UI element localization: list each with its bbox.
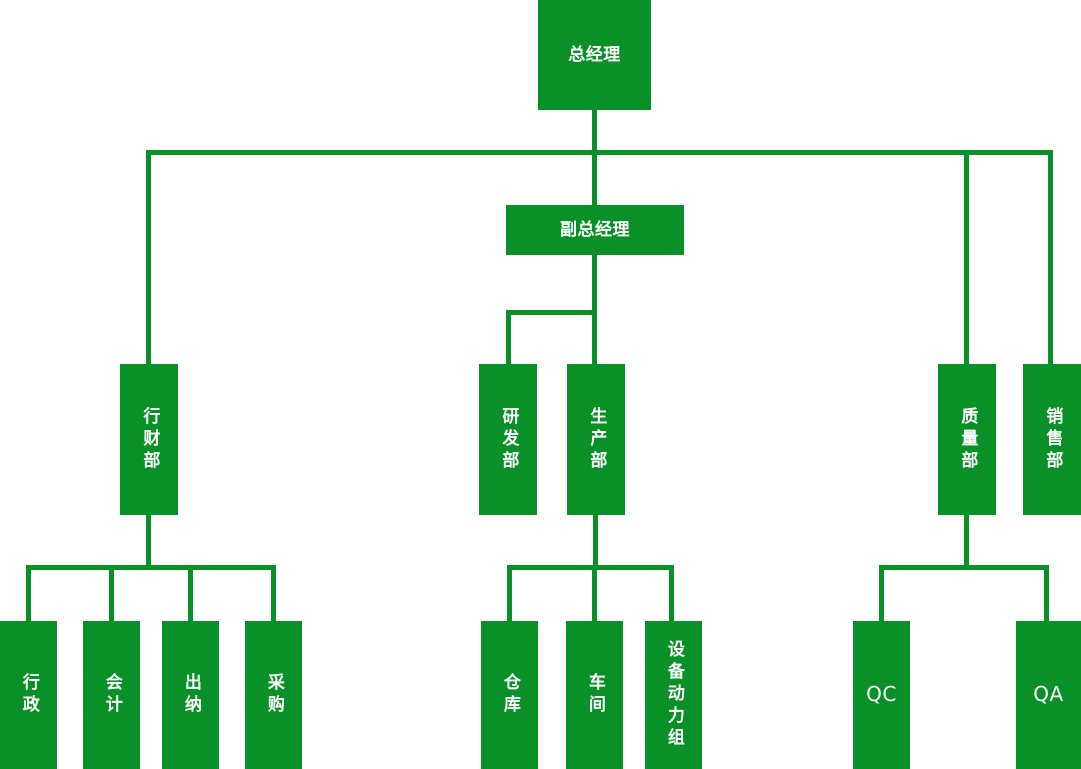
connector-bar-to-acct [109, 565, 114, 623]
connector-quality-stem [964, 515, 969, 567]
connector-trunk-to-adminfin [146, 150, 151, 366]
connector-bar-to-qc [879, 565, 884, 623]
org-node-quality[interactable]: 质量部 [938, 364, 996, 515]
org-node-acct[interactable]: 会计 [83, 621, 140, 769]
connector-trunk-to-sales [1048, 150, 1053, 366]
connector-lvl4bar-left [26, 565, 276, 570]
org-node-qc[interactable]: QC [853, 621, 910, 769]
connector-bar-to-workshop [592, 565, 597, 623]
connector-adminfin-stem [146, 515, 151, 567]
connector-trunk-bar [148, 150, 1053, 155]
org-node-warehouse[interactable]: 仓库 [481, 621, 538, 769]
org-node-gm[interactable]: 总经理 [538, 0, 651, 110]
connector-bar-to-purchase [271, 565, 276, 623]
org-node-qa[interactable]: QA [1016, 621, 1081, 769]
org-node-admin[interactable]: 行政 [0, 621, 57, 769]
connector-bar-to-admin [26, 565, 31, 623]
org-node-rnd[interactable]: 研发部 [479, 364, 537, 515]
org-node-sales[interactable]: 销售部 [1023, 364, 1081, 515]
connector-lvl4bar-right [879, 565, 1049, 570]
connector-bar-to-qa [1044, 565, 1049, 623]
connector-dgm-subbar [506, 310, 596, 315]
org-node-admin_fin[interactable]: 行财部 [120, 364, 178, 515]
connector-prod-stem [593, 515, 598, 567]
connector-trunk-to-quality [964, 150, 969, 366]
connector-trunk-to-dgm [592, 150, 597, 207]
org-node-equipment[interactable]: 设备动力组 [645, 621, 702, 769]
connector-gm-stem [592, 110, 597, 155]
org-node-workshop[interactable]: 车间 [566, 621, 623, 769]
connector-lvl4bar-mid [507, 565, 674, 570]
org-node-prod[interactable]: 生产部 [567, 364, 625, 515]
org-node-dgm[interactable]: 副总经理 [506, 205, 684, 255]
connector-bar-to-equipment [669, 565, 674, 623]
org-node-cashier[interactable]: 出纳 [162, 621, 219, 769]
connector-bar-to-cashier [188, 565, 193, 623]
org-node-purchase[interactable]: 采购 [245, 621, 302, 769]
connector-subbar-to-rnd [506, 310, 511, 366]
connector-bar-to-warehouse [507, 565, 512, 623]
